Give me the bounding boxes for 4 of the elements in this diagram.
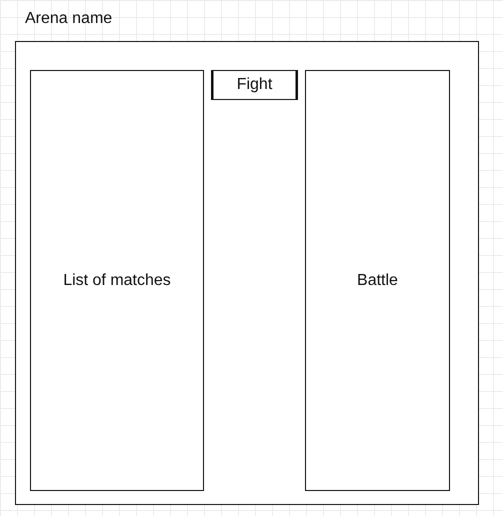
content-panel: Battle bbox=[305, 70, 450, 491]
content-panel: List of matches bbox=[30, 70, 204, 491]
arena-heading: Arena name bbox=[25, 10, 112, 28]
fight-button: Fight bbox=[211, 70, 298, 100]
